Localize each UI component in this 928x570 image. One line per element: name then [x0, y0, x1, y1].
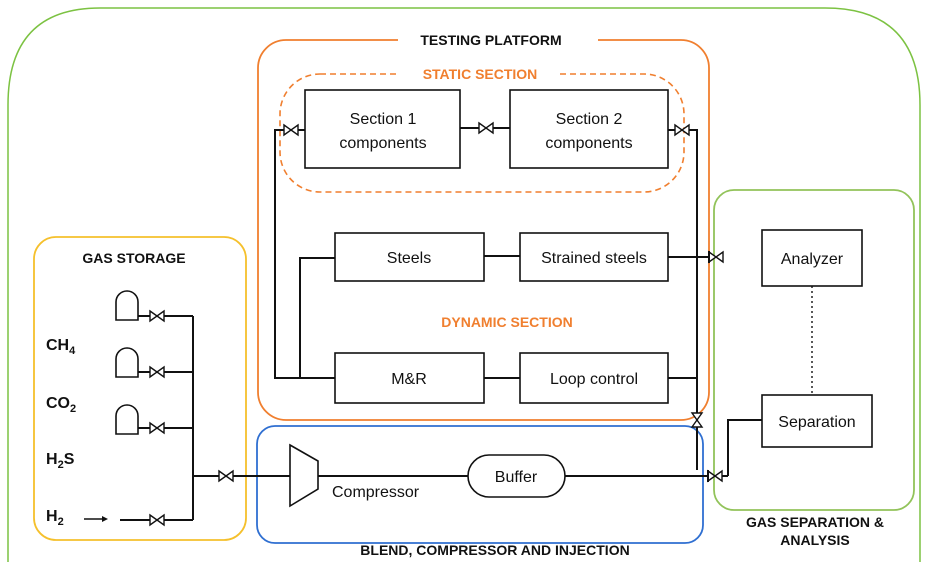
compressor-label: Compressor — [332, 484, 420, 501]
valve-icon[interactable] — [478, 122, 494, 134]
outer-border — [7, 7, 921, 562]
blend-label: BLEND, COMPRESSOR AND INJECTION — [360, 542, 629, 558]
section2-label-line2: components — [545, 135, 632, 152]
gas-storage-label: GAS STORAGE — [82, 250, 185, 266]
section2-label-line1: Section 2 — [556, 111, 623, 128]
section1-label-line2: components — [339, 135, 426, 152]
mr-label: M&R — [391, 371, 427, 388]
gas-h2s-label: H2S — [46, 451, 75, 471]
gas-separation-label-line2: ANALYSIS — [780, 532, 850, 548]
dynamic-section-label: DYNAMIC SECTION — [441, 314, 572, 330]
check-valve-icon[interactable] — [708, 250, 724, 264]
section1-label-line1: Section 1 — [350, 111, 417, 128]
valve-icon[interactable] — [149, 310, 165, 322]
section1-box — [304, 89, 461, 169]
valve-icon[interactable] — [149, 514, 165, 526]
pipe-steels-left — [299, 257, 335, 378]
pipe-separation-in — [727, 419, 762, 476]
loop-control-label: Loop control — [550, 371, 638, 388]
gas-co2-label: CO2 — [46, 395, 76, 415]
analyzer-label: Analyzer — [781, 251, 844, 268]
valve-icon[interactable] — [674, 124, 690, 136]
valve-icon[interactable] — [149, 422, 165, 434]
section2-box — [509, 89, 669, 169]
gas-storage-frame — [33, 236, 247, 541]
strained-steels-label: Strained steels — [541, 250, 647, 267]
testing-platform-label: TESTING PLATFORM — [420, 32, 561, 48]
buffer-label: Buffer — [495, 469, 538, 486]
static-section-label: STATIC SECTION — [423, 66, 538, 82]
separation-box — [761, 394, 873, 448]
valve-icon[interactable] — [283, 124, 299, 136]
separation-label: Separation — [778, 414, 855, 431]
analyzer-box — [761, 229, 863, 287]
steels-label: Steels — [387, 250, 431, 267]
gas-h2-label: H2 — [46, 508, 64, 528]
loop-control-box — [519, 352, 669, 404]
arrow-icon — [84, 516, 108, 522]
mr-box — [334, 352, 485, 404]
steels-box — [334, 232, 485, 282]
gas-separation-label-line1: GAS SEPARATION & — [746, 514, 884, 530]
gas-cylinder-icon — [115, 290, 139, 321]
blend-frame — [256, 425, 704, 544]
buffer-box — [467, 454, 566, 498]
gas-ch4-label: CH4 — [46, 337, 76, 357]
strained-steels-box — [519, 232, 669, 282]
pipe-static-right — [668, 129, 698, 470]
compressor-icon[interactable] — [289, 443, 319, 508]
gas-cylinder-icon — [115, 347, 139, 378]
valve-icon[interactable] — [691, 412, 703, 428]
check-valve-icon[interactable] — [707, 469, 723, 483]
valve-icon[interactable] — [149, 366, 165, 378]
gas-cylinder-icon — [115, 404, 139, 435]
gas-separation-frame — [713, 189, 915, 511]
valve-icon[interactable] — [218, 470, 234, 482]
